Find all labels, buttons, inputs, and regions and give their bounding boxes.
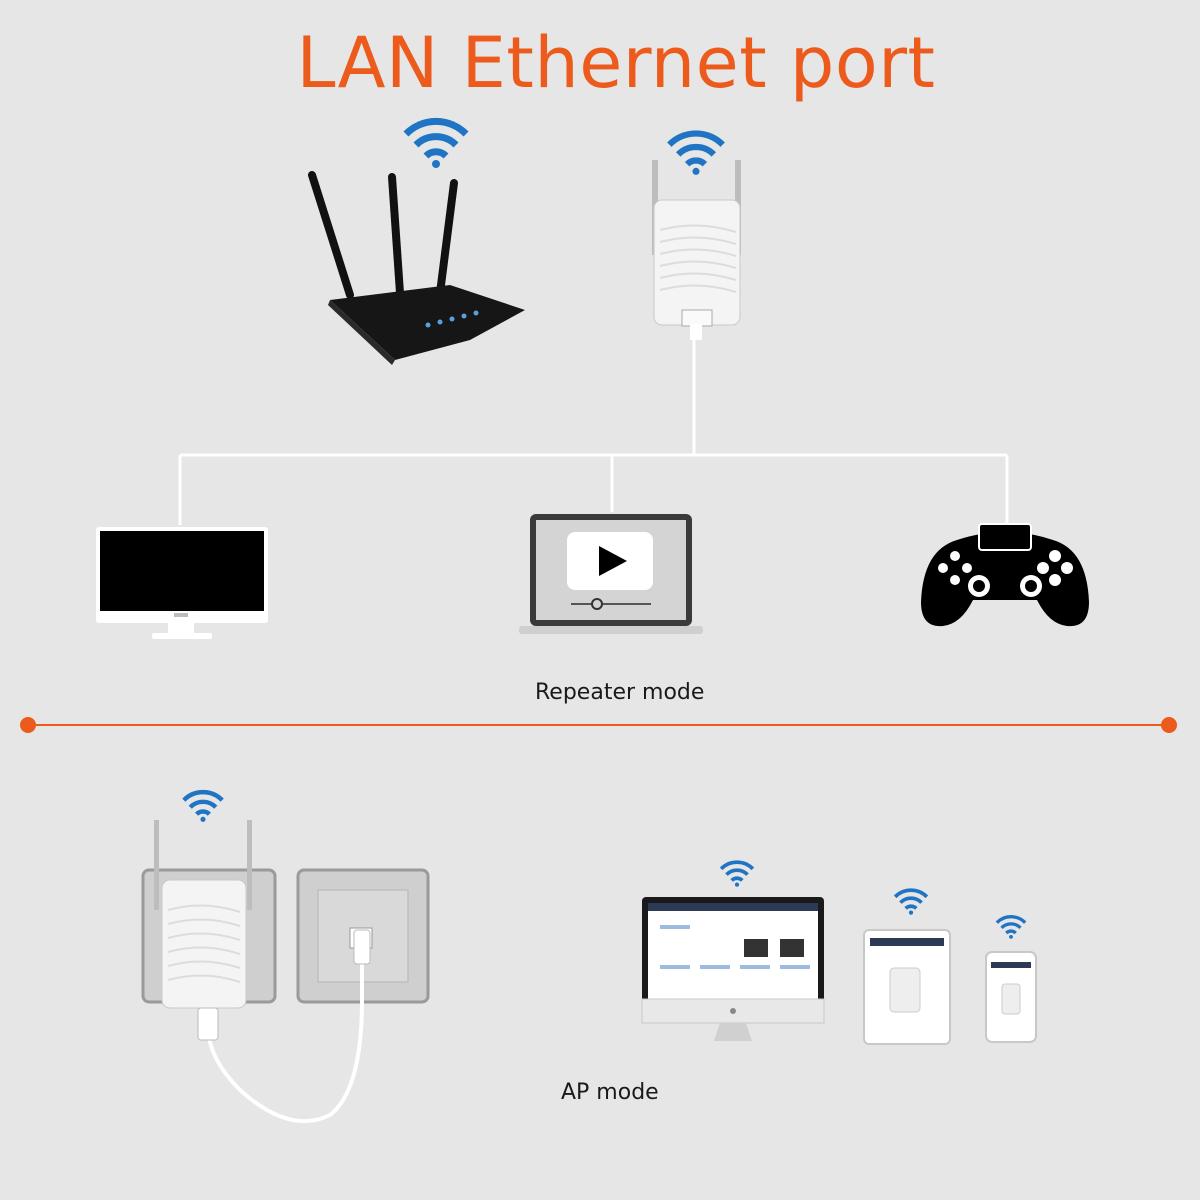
ap-ethernet-cable (197, 929, 371, 1124)
imac-icon (641, 897, 825, 1041)
repeater-mode-label: Repeater mode (535, 680, 705, 705)
router-icon (308, 171, 525, 365)
mode-divider (28, 724, 1169, 726)
extender-wifi-icon (667, 130, 725, 175)
phone-wifi-icon (995, 915, 1027, 939)
divider-dot-right (1161, 717, 1177, 733)
range-extender-icon (652, 160, 741, 340)
phone-icon (985, 951, 1037, 1043)
ap-extender-wifi-icon (182, 789, 224, 822)
imac-wifi-icon (719, 860, 755, 887)
router-wifi-icon (403, 117, 469, 168)
divider-dot-left (20, 717, 36, 733)
ap-range-extender-icon (141, 820, 277, 1009)
laptop-video-icon (519, 514, 703, 634)
tablet-wifi-icon (893, 888, 929, 915)
diagram-title: LAN Ethernet port (296, 22, 936, 104)
tablet-icon (863, 929, 951, 1045)
ethernet-connection-lines (178, 330, 1009, 530)
ap-mode-label: AP mode (561, 1080, 659, 1105)
monitor-icon (96, 527, 268, 639)
gamepad-icon (921, 523, 1089, 627)
